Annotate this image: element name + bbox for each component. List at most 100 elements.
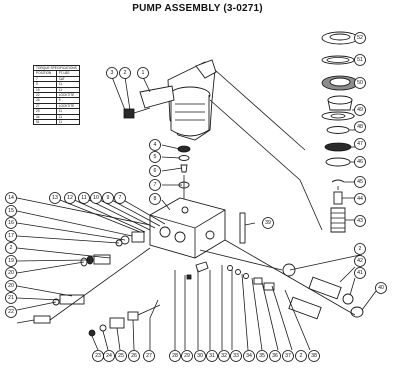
callout-12-label: 12 (67, 195, 73, 201)
callout-21: 21 (5, 292, 17, 304)
callout-50: 50 (354, 77, 366, 89)
callout-47-label: 47 (357, 141, 363, 147)
callout-set: 1 2 3 4 5 6 7 8 13 12 11 10 9 7 14 15 16… (5, 32, 387, 362)
callout-36-label: 36 (272, 353, 278, 359)
callout-7b: 7 (114, 192, 126, 204)
torque-cell: 11 (55, 118, 80, 126)
callout-22-label: 22 (8, 309, 14, 315)
callout-42-label: 42 (357, 258, 363, 264)
callout-49: 49 (354, 104, 366, 116)
callout-2c: 2 (295, 350, 307, 362)
callout-11: 11 (78, 192, 90, 204)
callout-26: 26 (128, 350, 140, 362)
callout-14-label: 14 (8, 195, 14, 201)
callout-46-label: 46 (357, 159, 363, 165)
callout-10: 10 (90, 192, 102, 204)
callout-2-label: 2 (124, 70, 127, 76)
callout-30-label: 30 (197, 353, 203, 359)
callout-2d: 2 (354, 243, 366, 255)
callout-16: 16 (5, 217, 17, 229)
callout-51-label: 51 (357, 57, 363, 63)
callout-27: 27 (143, 350, 155, 362)
callout-33-label: 33 (233, 353, 239, 359)
callout-40-label: 40 (378, 285, 384, 291)
callout-25: 25 (115, 350, 127, 362)
callout-11-label: 11 (81, 195, 86, 201)
callout-28-label: 28 (172, 353, 178, 359)
callout-21-label: 21 (8, 295, 14, 301)
callout-52: 52 (354, 32, 366, 44)
callout-44-label: 44 (357, 196, 363, 202)
callout-34-label: 34 (246, 353, 252, 359)
callout-43-label: 43 (357, 218, 363, 224)
callout-20: 20 (5, 267, 17, 279)
callout-13: 13 (49, 192, 61, 204)
callout-35-label: 35 (259, 353, 265, 359)
callout-48-label: 48 (357, 124, 363, 130)
callout-31: 31 (206, 350, 218, 362)
callout-48: 48 (354, 121, 366, 133)
callout-20b: 20 (5, 280, 17, 292)
callout-1-label: 1 (142, 70, 145, 76)
callout-45: 45 (354, 176, 366, 188)
leader-lines (209, 69, 323, 231)
callout-36: 36 (269, 350, 281, 362)
callout-7-label: 7 (154, 182, 157, 188)
callout-16-label: 16 (8, 220, 14, 226)
callout-4-label: 4 (154, 142, 157, 148)
callout-24: 24 (103, 350, 115, 362)
callout-5: 5 (149, 151, 161, 163)
callout-40: 40 (375, 282, 387, 294)
crankcase-housing (123, 59, 217, 141)
callout-29: 29 (181, 350, 193, 362)
callout-52-label: 52 (357, 35, 363, 41)
callout-15: 15 (5, 205, 17, 217)
callout-17-label: 17 (8, 233, 14, 239)
callout-50-label: 50 (357, 80, 363, 86)
callout-9: 9 (102, 192, 114, 204)
callout-31-label: 31 (209, 353, 215, 359)
callout-10-label: 10 (93, 195, 99, 201)
callout-2b: 2 (5, 242, 17, 254)
callout-37-label: 37 (285, 353, 291, 359)
bottom-small-parts (91, 261, 311, 351)
callout-38: 38 (308, 350, 320, 362)
callout-2: 2 (119, 67, 131, 79)
callout-20-label: 20 (8, 270, 14, 276)
callout-45-label: 45 (357, 179, 363, 185)
callout-44: 44 (354, 193, 366, 205)
left-fittings (33, 231, 151, 324)
callout-49-label: 49 (357, 107, 363, 113)
callout-47: 47 (354, 138, 366, 150)
top-left-leader-lines (54, 197, 166, 233)
callout-30: 30 (194, 350, 206, 362)
callout-8: 8 (149, 193, 161, 205)
callout-41: 41 (354, 267, 366, 279)
callout-2b-label: 2 (10, 245, 13, 251)
callout-23: 23 (92, 350, 104, 362)
manifold-body (149, 197, 246, 259)
callout-33: 33 (230, 350, 242, 362)
callout-26-label: 26 (131, 353, 137, 359)
right-leader-lines (289, 254, 377, 311)
valve-stack (177, 145, 191, 205)
callout-29-label: 29 (184, 353, 190, 359)
callout-17: 17 (5, 230, 17, 242)
callout-25-label: 25 (118, 353, 124, 359)
callout-13-label: 13 (52, 195, 58, 201)
callout-7: 7 (149, 179, 161, 191)
callout-43: 43 (354, 215, 366, 227)
callout-46: 46 (354, 156, 366, 168)
callout-34: 34 (243, 350, 255, 362)
callout-2d-label: 2 (359, 246, 362, 252)
callout-39-label: 39 (265, 220, 271, 226)
callout-1: 1 (137, 67, 149, 79)
callout-19-label: 19 (8, 258, 14, 264)
left-leader-lines (16, 197, 151, 324)
callout-37: 37 (282, 350, 294, 362)
callout-3: 3 (106, 67, 118, 79)
